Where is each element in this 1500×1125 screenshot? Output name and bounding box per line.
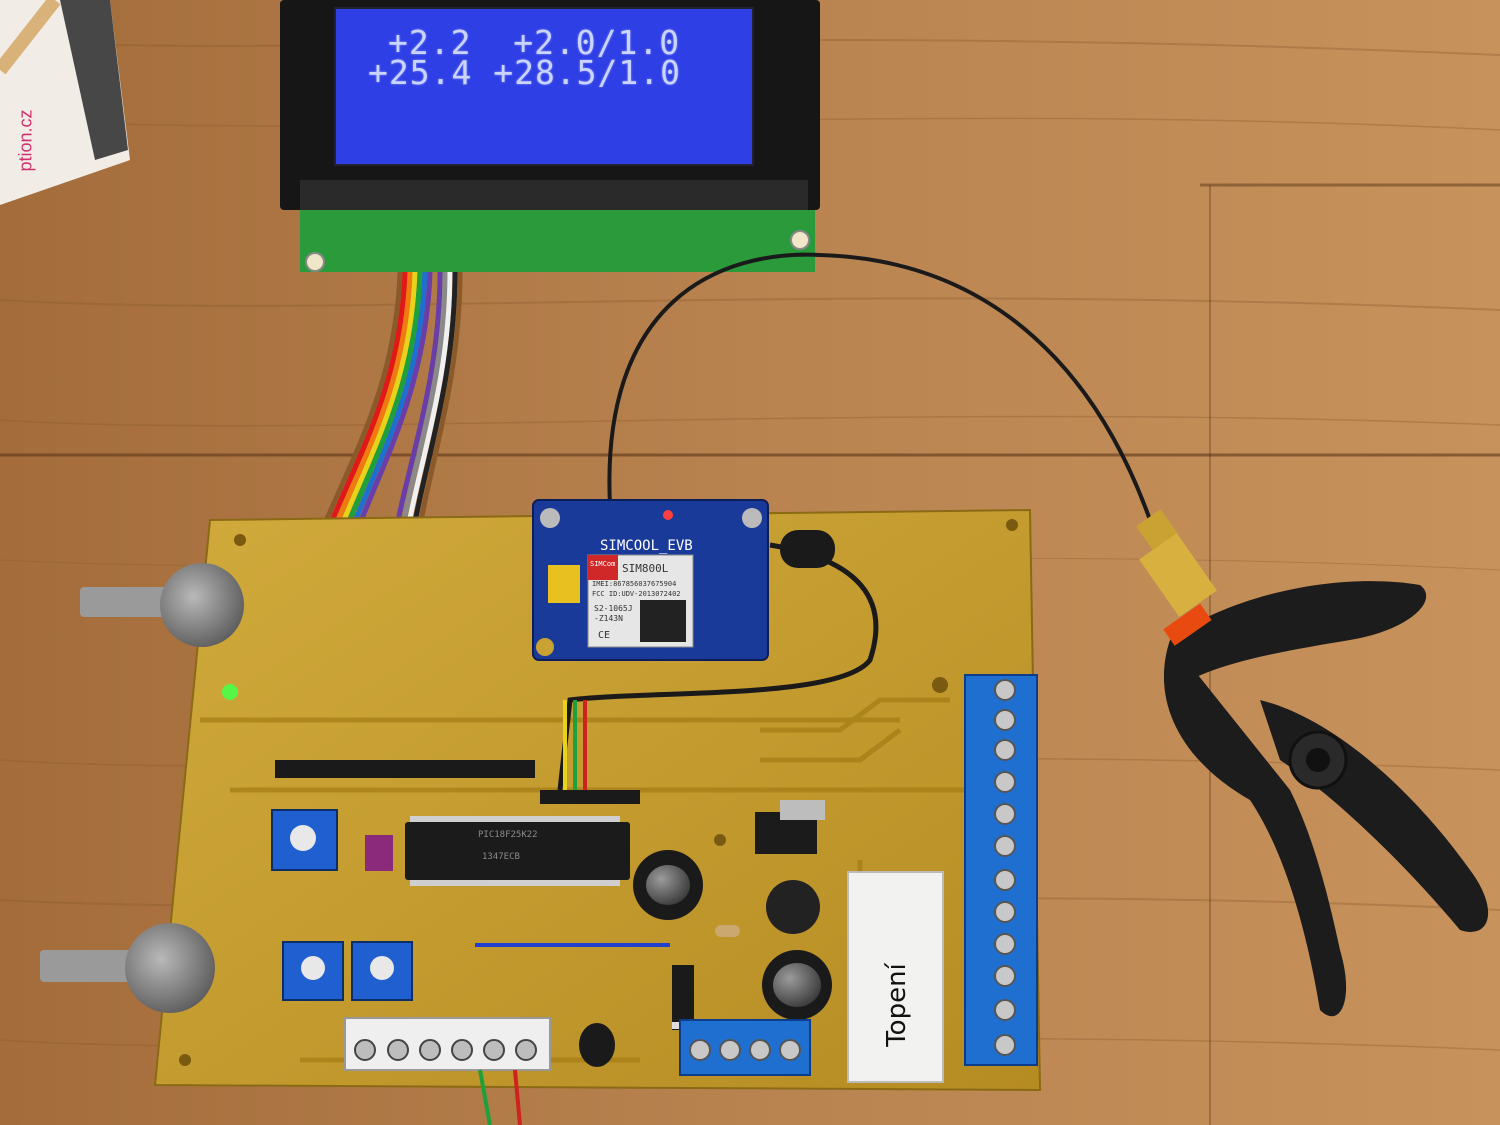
trimmer-1 — [271, 809, 338, 871]
antenna-cable — [607, 252, 1152, 521]
card — [0, 0, 130, 205]
module-wires — [557, 542, 879, 791]
module-code-2: -Z143N — [594, 614, 623, 623]
qr-code — [640, 600, 686, 642]
gsm-header — [540, 790, 640, 804]
inductor — [766, 880, 820, 934]
mcu-chip — [405, 822, 630, 880]
relay-label: Topení — [881, 963, 912, 1047]
terminal-block-white — [344, 1017, 551, 1071]
terminal-screws-white — [354, 1039, 537, 1061]
lcd-module — [280, 0, 820, 272]
lcd-screen — [334, 7, 754, 166]
transistor — [579, 1023, 615, 1067]
module-board-name: SIMCOOL_EVB — [600, 538, 693, 554]
diode — [672, 965, 694, 1030]
relay — [847, 871, 944, 1083]
clamp — [1163, 581, 1489, 1017]
module-code-1: S2-1065J — [594, 604, 633, 613]
antenna-connector — [1136, 509, 1217, 617]
resistor — [715, 925, 740, 937]
module-imei: IMEI:867856037675904 — [592, 580, 677, 588]
lcd-header — [275, 760, 535, 778]
wooden-stick — [0, 0, 61, 75]
module-fcc: FCC ID:UDV-2013072402 — [592, 590, 681, 598]
mcu-marking-2: 1347ECB — [482, 852, 520, 862]
jumper — [365, 835, 393, 871]
gsm-module — [532, 499, 769, 661]
lcd-line-2: +25.4 +28.5/1.0 — [368, 53, 682, 92]
terminal-screws-blue — [689, 1039, 801, 1061]
lcd-line-1: +2.2 +2.0/1.0 — [388, 23, 681, 62]
green-led — [222, 684, 238, 700]
terminal-screws-right — [994, 679, 1016, 1056]
module-chip-brand: SIMCom — [590, 560, 616, 568]
card-text: ption.cz — [15, 109, 36, 172]
tantalum-cap — [548, 565, 580, 603]
potentiometer-top — [80, 563, 244, 647]
module-chip-model: SIM800L — [622, 562, 669, 575]
potentiometer-bottom — [40, 923, 215, 1013]
mcu-marking-1: PIC18F25K22 — [478, 830, 538, 840]
module-ce-mark: CE — [598, 630, 611, 641]
